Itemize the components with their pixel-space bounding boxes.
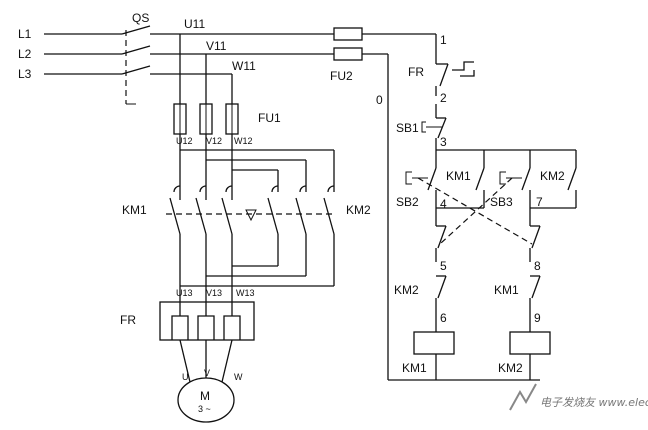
incoming-lines bbox=[44, 33, 122, 75]
fr-nc-contact bbox=[435, 61, 475, 96]
label-w: W bbox=[234, 372, 243, 382]
label-v12: V12 bbox=[206, 136, 222, 146]
label-v11: V11 bbox=[206, 39, 227, 53]
label-km1-mid: KM1 bbox=[494, 283, 519, 297]
label-km2-coil: KM2 bbox=[498, 361, 523, 375]
label-node-1: 1 bbox=[440, 33, 447, 47]
label-node-6: 6 bbox=[440, 311, 447, 325]
label-sb1: SB1 bbox=[396, 121, 419, 135]
label-l3: L3 bbox=[18, 67, 32, 81]
label-qs: QS bbox=[132, 11, 149, 25]
label-node-2: 2 bbox=[440, 91, 447, 105]
sb1-stop-button bbox=[421, 104, 447, 150]
label-node-9: 9 bbox=[534, 311, 541, 325]
fu1-fuses bbox=[173, 103, 239, 135]
label-sb2: SB2 bbox=[396, 195, 419, 209]
motor-symbol bbox=[177, 377, 235, 423]
label-u13: U13 bbox=[176, 288, 193, 298]
label-km1-coil: KM1 bbox=[402, 361, 427, 375]
km1-interlock-contact bbox=[529, 212, 541, 262]
label-motor: M bbox=[200, 389, 210, 403]
label-node-7: 7 bbox=[536, 195, 543, 209]
km2-interlock-contact bbox=[435, 212, 447, 262]
km2-main-contacts bbox=[267, 185, 335, 235]
label-km2-power: KM2 bbox=[346, 203, 371, 217]
label-fu2: FU2 bbox=[330, 69, 353, 83]
label-fr-power: FR bbox=[120, 313, 136, 327]
km2-coil bbox=[509, 331, 551, 355]
sb2-forward-branch bbox=[405, 167, 485, 212]
label-w13: W13 bbox=[236, 288, 255, 298]
km1-main-contacts bbox=[169, 185, 233, 235]
fr-thermal-relay-power bbox=[159, 300, 255, 341]
km1-coil bbox=[413, 331, 455, 355]
label-km2-mid: KM2 bbox=[394, 283, 419, 297]
km1-nc-contact-lower bbox=[529, 275, 541, 332]
label-fu1: FU1 bbox=[258, 111, 281, 125]
label-fr-control: FR bbox=[408, 65, 424, 79]
watermark-text: 电子发烧友 www.elecfans.com bbox=[540, 396, 648, 409]
sb3-reverse-branch bbox=[499, 167, 577, 212]
label-w12: W12 bbox=[234, 136, 253, 146]
label-l1: L1 bbox=[18, 27, 32, 41]
label-node-3: 3 bbox=[440, 135, 447, 149]
km2-nc-contact-lower bbox=[435, 275, 447, 332]
label-zero: 0 bbox=[376, 93, 383, 107]
label-v: V bbox=[204, 368, 210, 378]
label-km1-power: KM1 bbox=[122, 203, 147, 217]
label-u12: U12 bbox=[176, 136, 193, 146]
watermark-logo bbox=[509, 383, 537, 411]
label-node-4: 4 bbox=[440, 197, 447, 211]
label-w11: W11 bbox=[232, 59, 256, 73]
label-km1-hold: KM1 bbox=[446, 169, 471, 183]
label-km2-hold: KM2 bbox=[540, 169, 565, 183]
label-u11: U11 bbox=[184, 17, 205, 31]
label-node-5: 5 bbox=[440, 259, 447, 273]
qs-switch bbox=[121, 25, 232, 105]
fu2-fuses bbox=[180, 27, 436, 61]
label-u: U bbox=[182, 372, 189, 382]
label-l2: L2 bbox=[18, 47, 32, 61]
label-sb3: SB3 bbox=[490, 195, 513, 209]
label-motor-sub: 3 ~ bbox=[198, 404, 211, 414]
label-v13: V13 bbox=[206, 288, 222, 298]
label-node-8: 8 bbox=[534, 259, 541, 273]
